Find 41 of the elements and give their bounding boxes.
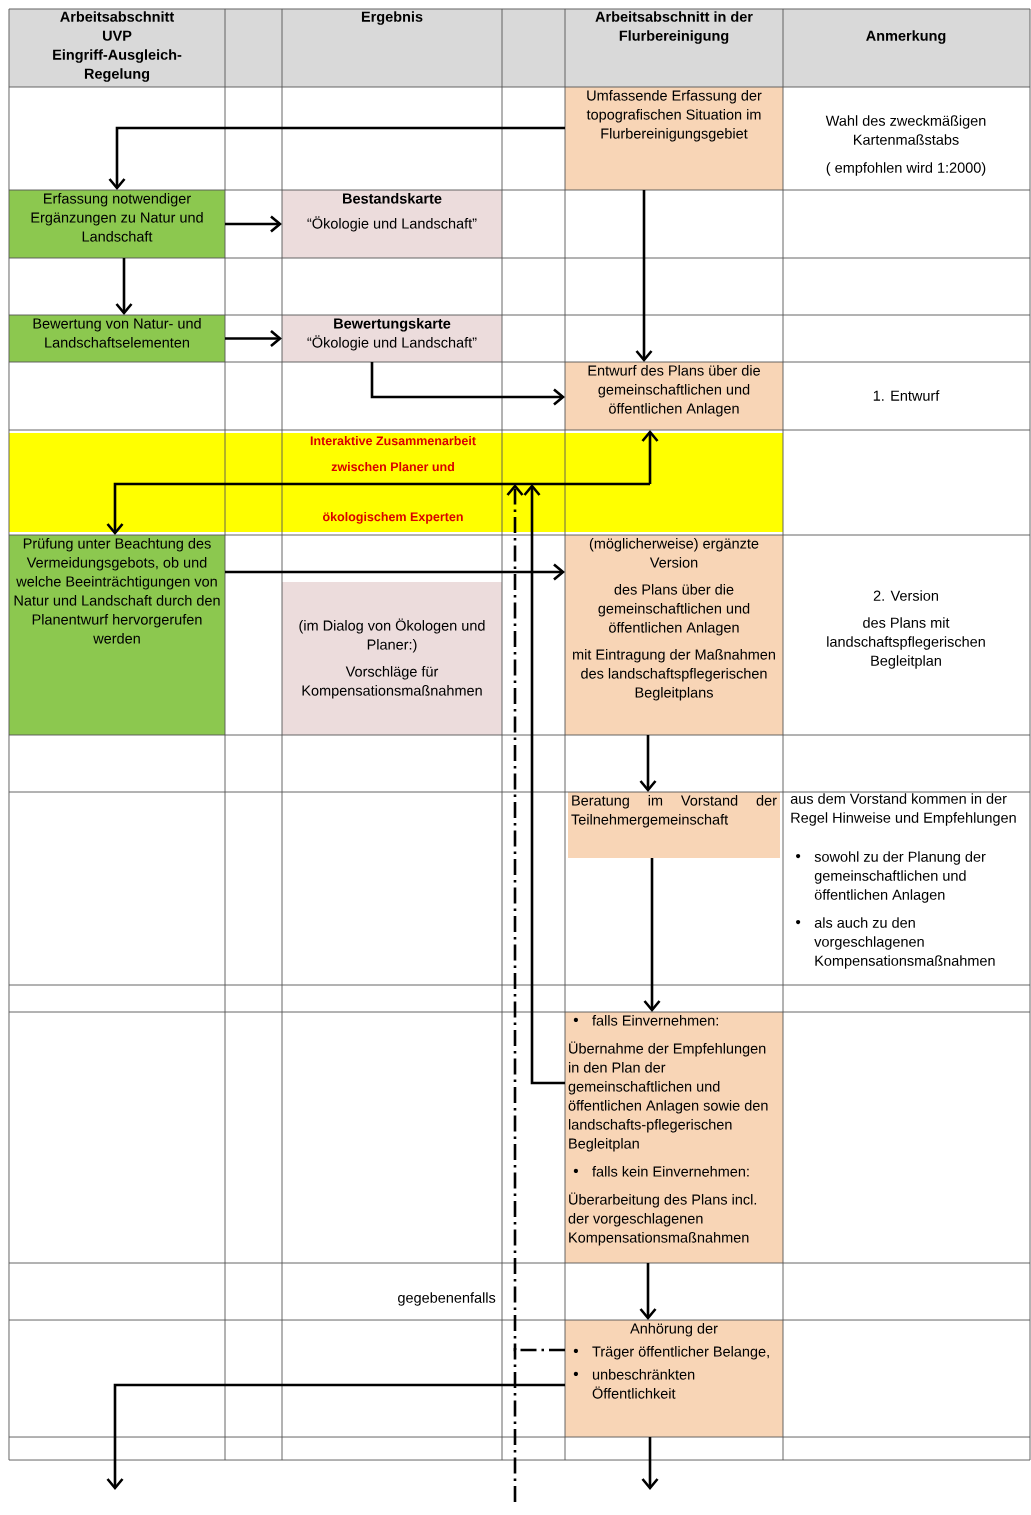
task-box: Bewertung von Natur- und Landschaftselementen xyxy=(9,315,225,362)
note-text: ( empfohlen wird 1:2000) xyxy=(826,162,986,176)
bullet-item: als auch zu den vorgeschlagenen Kompensationsmaßnahmen xyxy=(796,917,995,969)
result-box: Bestandskarte “Ökologie und Landschaft” xyxy=(282,190,502,258)
arrow xyxy=(115,258,133,315)
arrow xyxy=(641,1437,659,1491)
process-box: (möglicherweise) ergänzte Version des Plans über die gemeinschaftlichen und öffentlichen Anlagen mit Eintragung der Maßnahmen des landschaftspflegerischen Begleitplans xyxy=(565,535,783,735)
arrow xyxy=(106,1383,565,1491)
arrow xyxy=(506,484,524,1502)
column-header: Arbeitsabschnitt UVP Eingriff-Ausgleich-Regelung xyxy=(53,11,182,82)
arrow xyxy=(641,430,659,484)
arrow xyxy=(643,858,661,1012)
collaboration-band: Interaktive Zusammenarbeit zwischen Planer und ökologischem Experten xyxy=(9,433,783,532)
arrow xyxy=(639,1263,657,1321)
column-header: Ergebnis xyxy=(361,11,423,25)
arrow xyxy=(225,215,282,233)
arrow xyxy=(635,190,653,362)
process-box: Anhörung der Träger öffentlicher Belange, unbeschränkten Öffentlichkeit xyxy=(565,1320,783,1437)
arrow xyxy=(106,482,650,535)
result-box: (im Dialog von Ökologen und Planer:) Vorschläge für Kompensationsmaßnahmen xyxy=(282,582,502,735)
arrow xyxy=(108,126,565,190)
note-text: gegebenenfalls xyxy=(398,1292,496,1306)
task-box: Prüfung unter Beachtung des Vermeidungsgebots, ob und welche Beeinträchtigungen von Natur und Landschaft durch den Planentwurf hervorgerufen werden xyxy=(9,535,225,735)
bullet-item: sowohl zu der Planung der gemeinschaftlichen und öffentlichen Anlagen xyxy=(796,851,986,903)
process-box: Umfassende Erfassung der topografischen Situation im Flurbereinigungsgebiet xyxy=(565,87,783,190)
arrow xyxy=(370,362,565,406)
column-header: Arbeitsabschnitt in der Flurbereinigung xyxy=(595,11,753,44)
note-text: 2. Version xyxy=(873,590,938,601)
note-text: Wahl des zweckmäßigen Kartenmaßstabs xyxy=(825,115,986,145)
process-box: Entwurf des Plans über die gemeinschaftlichen und öffentlichen Anlagen xyxy=(565,362,783,430)
task-box: Erfassung notwendiger Ergänzungen zu Natur und Landschaft xyxy=(9,190,225,258)
arrow xyxy=(225,330,282,347)
process-box: Beratung im Vorstand der Teilnehmergemeinschaft xyxy=(568,792,780,858)
result-box: Bewertungskarte “Ökologie und Landschaft” xyxy=(282,315,502,362)
arrow xyxy=(523,484,565,1085)
arrow xyxy=(639,735,657,792)
note-text: 1. Entwurf xyxy=(873,390,940,401)
arrow xyxy=(225,563,565,581)
column-header: Anmerkung xyxy=(866,30,946,44)
note-text: des Plans mit landschaftspflegerischen Begleitplan xyxy=(827,617,985,669)
process-box: falls Einvernehmen: Übernahme der Empfehlungen in den Plan der gemeinschaftlichen und öffentlichen Anlagen sowie den landschafts-pflegerischen Begleitplan falls kein Einvernehmen: Überarbeitung des Plans incl. der vorgeschlagenen Kompensationsmaßnahmen xyxy=(565,1012,783,1263)
